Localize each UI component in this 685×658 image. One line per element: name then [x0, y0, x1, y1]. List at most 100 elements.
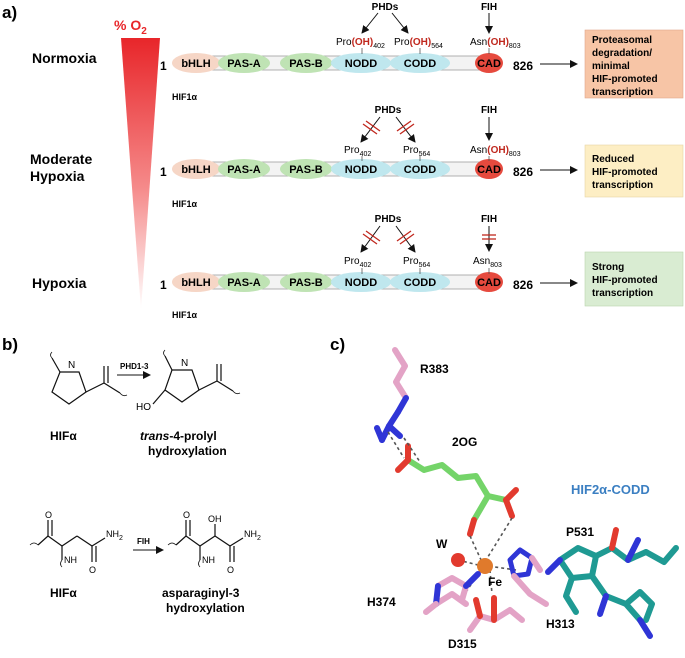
residue-label: R383 [420, 362, 449, 376]
domain-label: CODD [404, 58, 436, 70]
water-label: W [436, 537, 448, 551]
d315-residue-sticks [467, 595, 525, 633]
enzyme-label: PHD1-3 [120, 362, 149, 371]
condition-label: Hypoxia [32, 275, 87, 291]
asn803-label: Asn803 [473, 256, 502, 269]
enzyme-phds: PHDs [375, 214, 402, 225]
residue-label: D315 [448, 637, 477, 651]
enzyme-fih: FIH [481, 105, 497, 116]
condition-label: Hypoxia [30, 168, 85, 184]
phd-arrow-left [361, 12, 379, 34]
pro564-label: Pro564 [403, 256, 430, 269]
complex-label: HIF2α-CODD [571, 482, 650, 497]
enzyme-fih: FIH [481, 214, 497, 225]
inhibition-mark [396, 230, 415, 245]
domain-pas-a [218, 53, 270, 73]
residue-label: H374 [367, 595, 396, 609]
domain-label: PAS-B [289, 164, 322, 176]
domain-nodd [331, 53, 391, 73]
domain-label: PAS-A [227, 164, 260, 176]
start-residue: 1 [160, 59, 167, 73]
outcome-text: transcription [592, 87, 653, 98]
domain-label: PAS-B [289, 277, 322, 289]
row-hypoxia: Hypoxia 1 bHLH PAS-A PAS-B NODD CODD CAD… [32, 214, 684, 320]
atom-label: O [45, 510, 52, 520]
product-label: asparaginyl-3 [162, 586, 240, 600]
domain-pas-a [218, 272, 270, 292]
enzyme-phds: PHDs [375, 105, 402, 116]
iron-label: Fe [488, 575, 502, 589]
oxygen-gradient-wedge [121, 38, 160, 310]
enzyme-fih: FIH [481, 2, 497, 13]
domain-nodd [331, 159, 391, 179]
domain-label: PAS-A [227, 58, 260, 70]
end-residue: 826 [513, 59, 533, 73]
enzyme-label: FIH [137, 537, 150, 546]
atom-label: O [89, 565, 96, 575]
domain-label: PAS-B [289, 58, 322, 70]
substrate-label: HIFα [50, 586, 77, 600]
outcome-text: HIF-promoted [592, 167, 658, 178]
domain-bhlh [172, 159, 220, 179]
domain-pas-a [218, 159, 270, 179]
pro564-label: Pro564 [403, 145, 430, 158]
protein-name: HIF1α [172, 310, 198, 320]
outcome-text: Strong [592, 262, 624, 273]
o2-label: % O2 [114, 17, 147, 37]
atom-label: N [181, 358, 188, 369]
outcome-text: Reduced [592, 154, 634, 165]
outcome-text: degradation/ [592, 48, 652, 59]
domain-label: NODD [345, 164, 377, 176]
panel-b-label: b) [2, 335, 18, 354]
domain-label: NODD [345, 58, 377, 70]
domain-label: bHLH [181, 164, 210, 176]
inhibition-mark [482, 234, 496, 240]
protein-name: HIF1α [172, 199, 198, 209]
water-sphere [451, 553, 465, 567]
outcome-text: HIF-promoted [592, 74, 658, 85]
domain-nodd [331, 272, 391, 292]
start-residue: 1 [160, 165, 167, 179]
atom-label: OH [208, 514, 222, 524]
outcome-text: Proteasomal [592, 35, 652, 46]
domain-cad [475, 272, 503, 292]
condition-label: Normoxia [32, 50, 97, 66]
domain-codd [390, 53, 450, 73]
pro402-label: Pro402 [344, 256, 371, 269]
domain-label: bHLH [181, 277, 210, 289]
outcome-box [584, 144, 684, 198]
outcome-box [584, 29, 684, 99]
domain-label: CAD [477, 164, 501, 176]
product-label: hydroxylation [166, 601, 245, 615]
residue-label: H313 [546, 617, 575, 631]
r383-residue-sticks [374, 347, 409, 443]
domain-label: CODD [404, 277, 436, 289]
atom-label: NH [64, 555, 77, 565]
pro402-label: Pro(OH)402 [336, 37, 385, 50]
asparagine-substrate-structure [29, 520, 106, 568]
row-normoxia: Normoxia 1 bHLH PAS-A PAS-B NODD CODD CA… [32, 2, 684, 102]
domain-codd [390, 159, 450, 179]
outcome-text: HIF-promoted [592, 275, 658, 286]
hydroxyasparagine-structure [167, 520, 244, 568]
domain-label: CAD [477, 58, 501, 70]
protein-name: HIF1α [172, 92, 198, 102]
p531-codd-peptide-sticks [545, 527, 679, 639]
ligand-label: 2OG [452, 435, 477, 449]
outcome-box [584, 251, 684, 307]
proline-substrate-structure [50, 351, 128, 405]
domain-pas-b [280, 53, 332, 73]
start-residue: 1 [160, 278, 167, 292]
row-moderate-hypoxia: Moderate Hypoxia 1 bHLH PAS-A PAS-B NODD… [30, 105, 684, 209]
domain-bhlh [172, 272, 220, 292]
product-label: trans-4-prolyl [140, 429, 217, 443]
domain-label: CODD [404, 164, 436, 176]
inhibition-mark [362, 120, 381, 135]
residue-label: P531 [566, 525, 594, 539]
inhibition-mark [396, 120, 415, 135]
h313-residue-sticks [507, 547, 549, 607]
product-label: hydroxylation [148, 444, 227, 458]
end-residue: 826 [513, 165, 533, 179]
domain-pas-b [280, 272, 332, 292]
